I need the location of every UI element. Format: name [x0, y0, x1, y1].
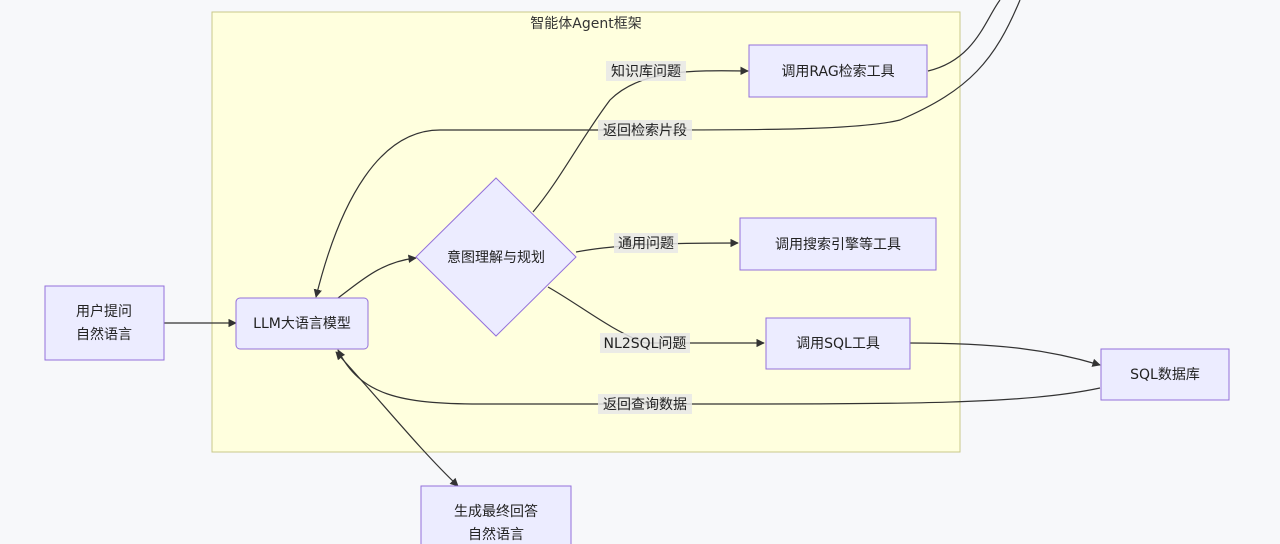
svg-text:知识库问题: 知识库问题 — [611, 63, 681, 80]
edge-llm-to-intent — [337, 254, 417, 299]
edge-rag-to-external — [927, 0, 1001, 72]
node-user-question[interactable]: 用户提问 自然语言 — [44, 285, 165, 361]
edge-label-nl2sql-question: NL2SQL问题 — [600, 333, 690, 353]
edge-label-return-fragments: 返回检索片段 — [598, 120, 692, 140]
svg-text:用户提问: 用户提问 — [76, 303, 132, 320]
node-sql-tool[interactable]: 调用SQL工具 — [765, 317, 911, 370]
node-sql-database[interactable]: SQL数据库 — [1100, 348, 1230, 401]
node-intent-decision[interactable]: 意图理解与规划 — [415, 177, 577, 337]
node-final-answer[interactable]: 生成最终回答 自然语言 — [420, 485, 572, 544]
svg-text:自然语言: 自然语言 — [76, 326, 132, 343]
svg-text:自然语言: 自然语言 — [468, 526, 524, 543]
svg-text:调用RAG检索工具: 调用RAG检索工具 — [781, 63, 894, 80]
svg-text:通用问题: 通用问题 — [618, 236, 674, 252]
edge-label-return-query-data: 返回查询数据 — [598, 394, 692, 414]
svg-text:调用SQL工具: 调用SQL工具 — [796, 336, 880, 352]
svg-text:生成最终回答: 生成最终回答 — [454, 503, 538, 520]
edge-label-knowledge-question: 知识库问题 — [606, 61, 686, 81]
svg-text:意图理解与规划: 意图理解与规划 — [447, 249, 545, 266]
edge-label-general-question: 通用问题 — [614, 233, 678, 253]
edge-rag-to-llm — [313, 0, 1021, 298]
svg-text:LLM大语言模型: LLM大语言模型 — [253, 316, 351, 332]
edge-sql-tool-to-db — [909, 342, 1101, 367]
node-llm[interactable]: LLM大语言模型 — [235, 297, 369, 350]
edge-llm-to-final — [335, 351, 459, 487]
svg-text:SQL数据库: SQL数据库 — [1130, 367, 1200, 383]
svg-text:NL2SQL问题: NL2SQL问题 — [604, 336, 687, 352]
node-search-tool[interactable]: 调用搜索引擎等工具 — [739, 217, 937, 271]
edge-intent-to-rag — [532, 66, 749, 213]
svg-text:调用搜索引擎等工具: 调用搜索引擎等工具 — [775, 236, 901, 253]
node-rag-tool[interactable]: 调用RAG检索工具 — [748, 44, 928, 98]
svg-text:返回检索片段: 返回检索片段 — [603, 122, 687, 139]
svg-text:返回查询数据: 返回查询数据 — [603, 397, 687, 413]
subgraph-title: 智能体Agent框架 — [530, 16, 641, 32]
